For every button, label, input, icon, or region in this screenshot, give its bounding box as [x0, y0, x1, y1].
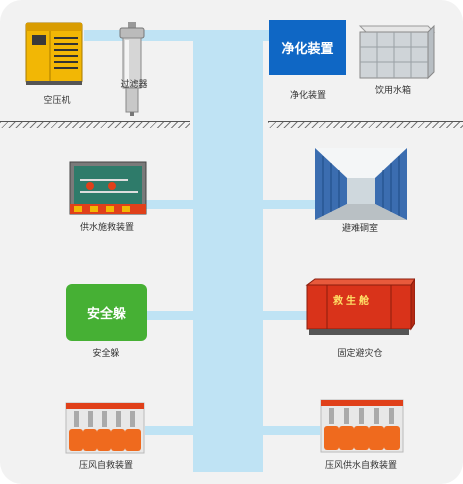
purifier-box: 净化装置	[269, 20, 346, 75]
filter-icon	[119, 22, 145, 116]
safety-cabin-box-text: 安全躲	[86, 307, 126, 322]
compressor-label: 空压机	[43, 96, 71, 106]
pipe-branch-right-3	[262, 426, 320, 435]
air-rescue-device-icon	[65, 402, 145, 454]
purifier-label: 净化装置	[289, 91, 327, 101]
filter-label: 过滤器	[120, 80, 148, 90]
purifier-box-text: 净化装置	[281, 42, 334, 57]
safety-cabin-label: 安全躲	[92, 349, 120, 359]
safety-cabin-box: 安全躲	[66, 284, 147, 341]
air-water-rescue-label: 压风供水自救装置	[324, 461, 398, 471]
fixed-shelter-label: 固定避灾仓	[337, 349, 383, 359]
pipe-top-right-horizontal	[236, 30, 270, 41]
pipe-top-left-horizontal	[84, 30, 220, 41]
water-tank-icon	[358, 24, 436, 80]
water-rescue-device-icon	[69, 161, 147, 215]
pipe-top-right-drop	[236, 30, 248, 100]
pipe-branch-left-1	[145, 200, 195, 209]
fixed-shelter-text: 救生舱	[333, 296, 372, 307]
ground-line-right	[268, 121, 463, 130]
refuge-chamber-label: 避难硐室	[341, 224, 379, 234]
pipe-branch-right-2	[262, 311, 307, 320]
ground-line-left	[0, 121, 190, 130]
pipe-branch-right-1	[262, 200, 317, 209]
refuge-chamber-icon	[315, 148, 407, 220]
air-rescue-label: 压风自救装置	[78, 461, 134, 471]
tank-label: 饮用水箱	[374, 86, 412, 96]
pipe-top-left-drop	[207, 30, 219, 100]
fixed-shelter-icon	[305, 278, 415, 335]
pipe-branch-left-3	[145, 426, 195, 435]
air-compressor-icon	[25, 22, 83, 85]
main-pipe-vertical	[193, 30, 263, 472]
water-rescue-label: 供水施救装置	[79, 223, 135, 233]
air-water-rescue-device-icon	[320, 399, 404, 453]
pipe-branch-left-2	[145, 311, 195, 320]
